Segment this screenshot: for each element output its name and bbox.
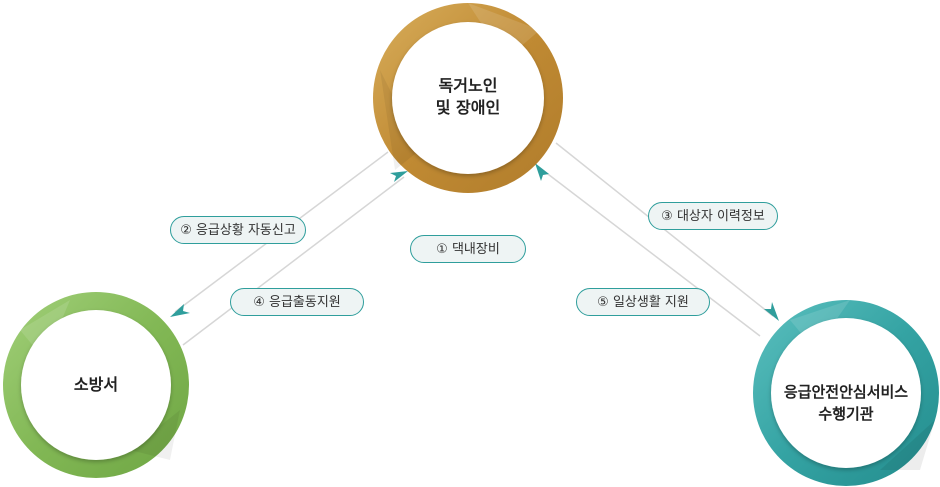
line-fire-to-elderly	[182, 176, 405, 346]
arrow-to-fire-icon	[170, 304, 190, 317]
step-3-pill: ③ 대상자 이력정보	[648, 202, 778, 230]
step-2-pill: ② 응급상황 자동신고	[170, 216, 306, 244]
step-1-pill: ① 댁내장비	[410, 235, 526, 263]
arrow-to-elderly-left-icon	[390, 171, 408, 182]
node-elderly-line2: 및 장애인	[435, 98, 501, 117]
arrow-to-elderly-right-icon	[535, 163, 549, 181]
node-agency-label: 응급안전안심서비스 수행기관	[766, 381, 926, 425]
node-fire-label: 소방서	[26, 374, 166, 396]
node-agency-line1: 응급안전안심서비스	[783, 383, 909, 401]
node-elderly-line1: 독거노인	[438, 76, 498, 95]
node-agency-line2: 수행기관	[818, 405, 874, 423]
step-5-pill: ⑤ 일상생활 지원	[576, 288, 710, 316]
node-elderly-label: 독거노인 및 장애인	[398, 75, 538, 119]
line-agency-to-elderly	[539, 167, 761, 337]
node-fire-circle	[3, 292, 189, 478]
node-fire-line1: 소방서	[73, 375, 119, 394]
node-agency-circle	[753, 300, 939, 486]
node-elderly-circle	[373, 3, 563, 193]
step-4-pill: ④ 응급출동지원	[230, 288, 364, 316]
arrow-to-agency-icon	[764, 302, 779, 321]
